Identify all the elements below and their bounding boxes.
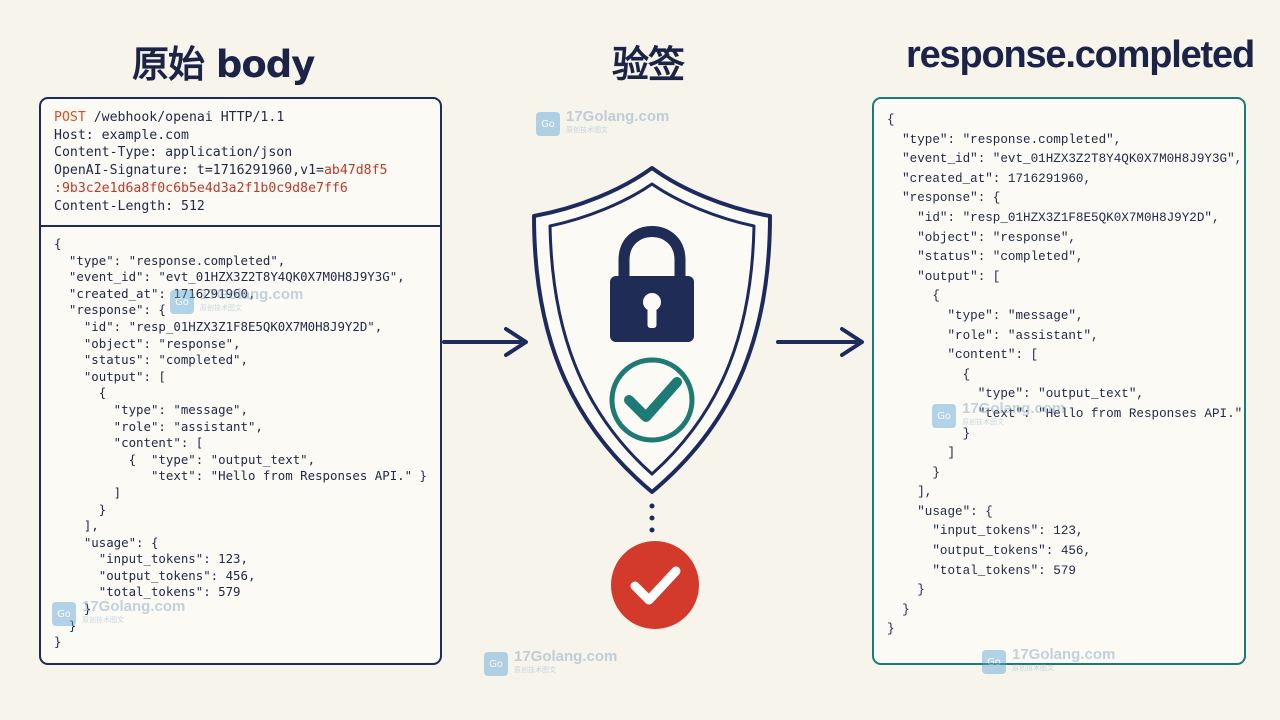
watermark-sub: 原创技术图文 (514, 667, 556, 674)
host-header: Host: example.com (54, 127, 189, 143)
signature-value-part1: ab47d8f5 (323, 163, 388, 179)
watermark-logo-icon: Go (484, 652, 508, 676)
verified-badge-icon (611, 541, 699, 629)
watermark: Go 17Golang.com 原创技术图文 (536, 108, 670, 138)
arrow-right-icon (442, 327, 528, 357)
watermark-text: 17Golang.com (566, 108, 670, 125)
raw-body-title: 原始 body (132, 43, 315, 86)
content-type-header: Content-Type: application/json (54, 145, 293, 161)
signature-value-part2: :9b3c2e1d6a8f0c6b5e4d3a2f1b0c9d8e7ff6 (54, 180, 348, 196)
raw-request-panel: POST /webhook/openai HTTP/1.1 Host: exam… (39, 97, 442, 665)
event-title: response.completed (906, 34, 1255, 76)
watermark: Go 17Golang.com 原创技术图文 (484, 648, 618, 678)
padlock-icon (610, 226, 694, 342)
watermark-text: 17Golang.com (514, 648, 618, 665)
watermark-logo-icon: Go (536, 112, 560, 136)
content-length-header: Content-Length: 512 (54, 198, 205, 214)
arrow-right-icon (776, 327, 864, 357)
signature-header: OpenAI-Signature: t=1716291960,v1= (54, 163, 324, 179)
http-method: POST (54, 110, 86, 125)
request-line: /webhook/openai HTTP/1.1 (85, 110, 285, 125)
parsed-event-json: { "type": "response.completed", "event_i… (887, 113, 1243, 637)
http-headers: POST /webhook/openai HTTP/1.1 Host: exam… (54, 109, 387, 215)
watermark-sub: 原创技术图文 (566, 127, 608, 134)
header-body-divider (41, 225, 440, 227)
verify-title: 验签 (612, 43, 685, 86)
parsed-event-panel: { "type": "response.completed", "event_i… (872, 97, 1246, 665)
shield-lock-icon (532, 166, 772, 494)
dotted-connector (649, 503, 655, 533)
checkmark-circle-icon (609, 357, 695, 443)
raw-body-json: { "type": "response.completed", "event_i… (54, 236, 427, 650)
